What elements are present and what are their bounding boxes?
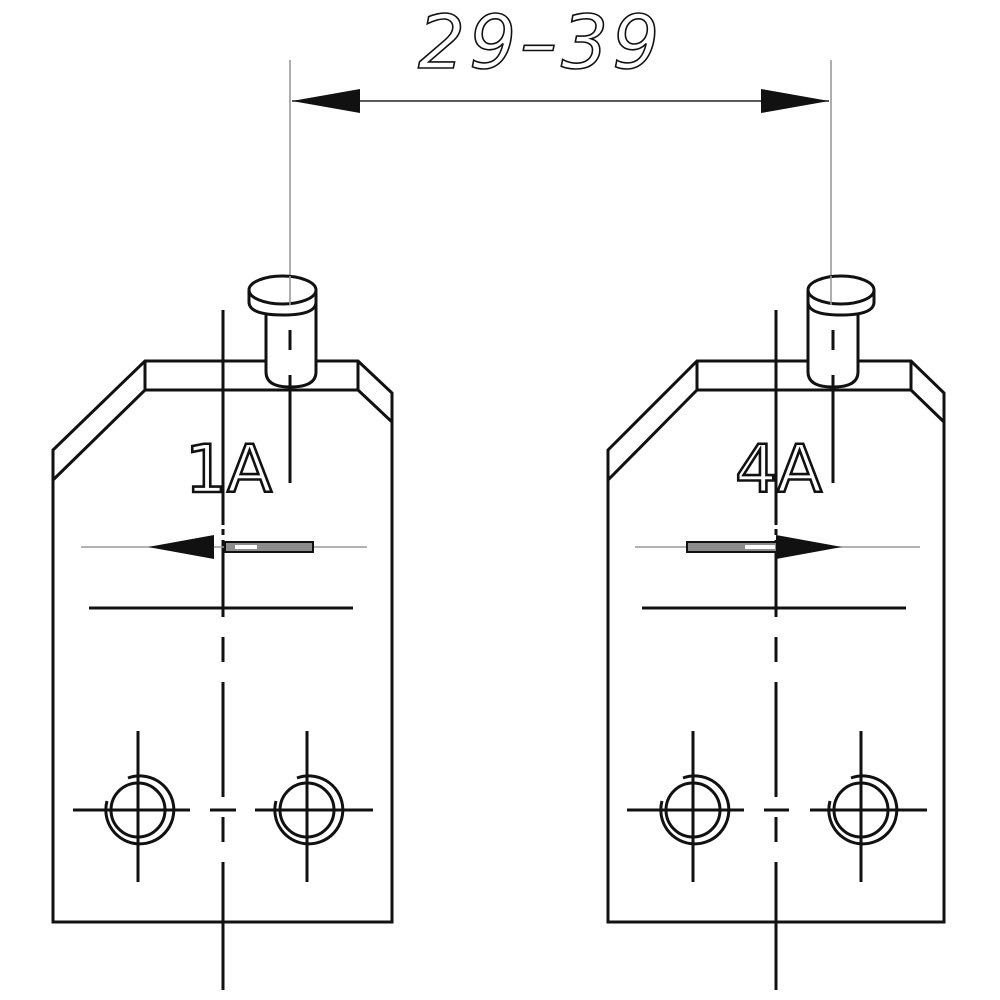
contact-4a: 4A: [606, 274, 946, 990]
pin: [806, 274, 876, 483]
thread-arc: [659, 774, 731, 846]
hole-circle: [278, 781, 336, 839]
indicator-bar: [224, 541, 314, 553]
mounting-hole: [627, 731, 744, 882]
pin: [247, 274, 318, 483]
contact-1a: 1A: [51, 274, 394, 990]
indicator-highlight: [235, 545, 257, 549]
mounting-hole: [255, 731, 373, 882]
hole-circle: [664, 781, 722, 839]
indicator-highlight: [745, 545, 775, 549]
centerline: [764, 310, 789, 990]
bevel-edge: [51, 388, 394, 482]
bevel-edge: [606, 388, 946, 482]
arrow-right-icon: [776, 535, 842, 559]
arrowhead-left-icon: [292, 89, 360, 113]
pin-head-top: [806, 274, 876, 306]
dimension-annotation: 29–39: [289, 0, 832, 300]
mounting-hole: [810, 731, 927, 882]
pin-head-top: [247, 274, 318, 306]
arrow-left-icon: [148, 535, 214, 559]
direction-indicator-right: [635, 535, 920, 610]
hole-circle: [832, 781, 890, 839]
arrowhead-right-icon: [761, 89, 829, 113]
direction-indicator-left: [81, 535, 367, 610]
contact-label: 1A: [185, 431, 272, 508]
dimension-label: 29–39: [418, 0, 663, 86]
contact-label: 4A: [735, 431, 822, 508]
thread-arc: [273, 774, 345, 846]
thread-arc: [104, 774, 176, 846]
hole-circle: [109, 781, 167, 839]
mounting-hole: [73, 731, 190, 882]
thread-arc: [827, 774, 899, 846]
centerline: [210, 310, 236, 990]
